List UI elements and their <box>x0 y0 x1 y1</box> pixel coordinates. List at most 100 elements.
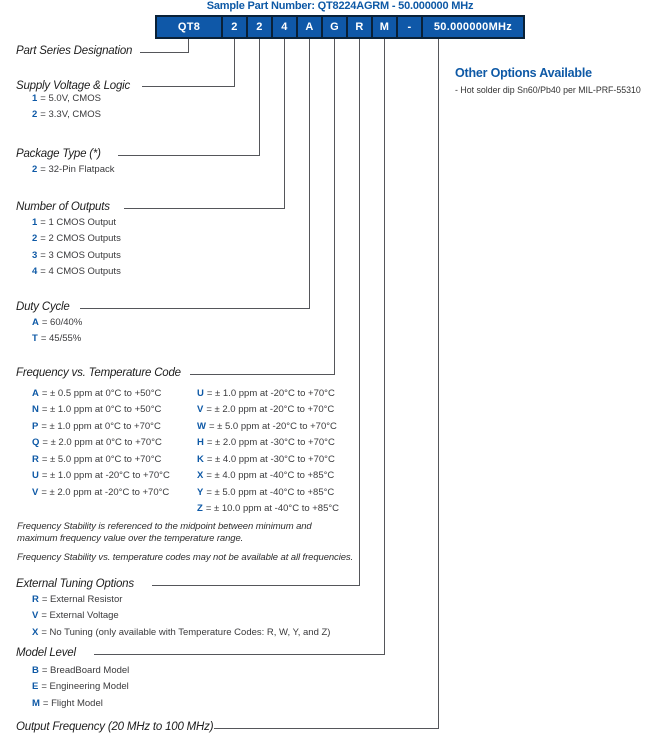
connector-line-model-level <box>94 39 385 655</box>
option-package-type-2: 2= 32-Pin Flatpack <box>32 164 115 175</box>
option-code: 2 <box>32 109 38 121</box>
connector-line-output-frequency <box>214 39 439 729</box>
option-text: = 2 CMOS Outputs <box>40 233 121 245</box>
option-text: = ± 1.0 ppm at -20°C to +70°C <box>206 388 335 399</box>
option-duty-cycle-A: A= 60/40% <box>32 317 82 328</box>
option-code: X <box>197 470 204 482</box>
option-code: U <box>197 388 204 399</box>
option-text: = ± 1.0 ppm at 0°C to +70°C <box>41 420 161 432</box>
section-label-output-frequency: Output Frequency (20 MHz to 100 MHz) <box>16 721 214 733</box>
part-number-box: QT8 <box>155 15 223 39</box>
option-text: = ± 2.0 ppm at -20°C to +70°C <box>41 486 170 498</box>
option-text: = 1 CMOS Output <box>40 217 117 228</box>
option-freq-temp-U: U= ± 1.0 ppm at -20°C to +70°C <box>32 470 170 481</box>
option-code: Q <box>32 437 40 449</box>
option-duty-cycle-T: T= 45/55% <box>32 333 81 344</box>
option-code: X <box>32 626 39 638</box>
option-freq-temp-Z: Z= ± 10.0 ppm at -40°C to +85°C <box>197 503 339 514</box>
section-label-number-outputs: Number of Outputs <box>16 201 110 213</box>
part-number-box: A <box>296 15 323 39</box>
section-label-external-tuning: External Tuning Options <box>16 578 134 590</box>
option-number-outputs-3: 3= 3 CMOS Outputs <box>32 250 121 261</box>
option-code: B <box>32 665 39 676</box>
option-freq-temp-X: X= ± 4.0 ppm at -40°C to +85°C <box>197 470 334 481</box>
option-text: = Flight Model <box>42 697 103 709</box>
option-freq-temp-Y: Y= ± 5.0 ppm at -40°C to +85°C <box>197 487 334 498</box>
option-text: = 4 CMOS Outputs <box>40 266 121 278</box>
option-code: P <box>32 420 39 432</box>
option-external-tuning-V: V= External Voltage <box>32 610 119 621</box>
connector-line-supply-voltage <box>142 39 235 87</box>
option-text: = 45/55% <box>40 333 82 345</box>
option-text: = ± 10.0 ppm at -40°C to +85°C <box>205 503 340 515</box>
section-label-part-series: Part Series Designation <box>16 45 133 57</box>
option-code: V <box>32 610 39 622</box>
option-freq-temp-A: A= ± 0.5 ppm at 0°C to +50°C <box>32 388 161 399</box>
option-freq-temp-V: V= ± 2.0 ppm at -20°C to +70°C <box>32 487 169 498</box>
option-text: = 60/40% <box>41 317 83 328</box>
option-text: = 5.0V, CMOS <box>40 93 101 104</box>
part-number-box: 2 <box>246 15 273 39</box>
option-model-level-M: M= Flight Model <box>32 698 103 709</box>
option-text: = External Voltage <box>41 610 119 622</box>
option-code: U <box>32 470 39 482</box>
option-freq-temp-H: H= ± 2.0 ppm at -30°C to +70°C <box>197 437 335 448</box>
option-code: V <box>32 486 39 498</box>
option-number-outputs-1: 1= 1 CMOS Output <box>32 217 116 228</box>
option-code: 1 <box>32 93 38 104</box>
option-text: = ± 2.0 ppm at 0°C to +70°C <box>42 437 162 449</box>
option-text: = BreadBoard Model <box>41 665 130 676</box>
option-code: R <box>32 453 39 465</box>
option-freq-temp-U: U= ± 1.0 ppm at -20°C to +70°C <box>197 388 335 399</box>
option-code: 4 <box>32 266 38 278</box>
sample-part-number-title: Sample Part Number: QT8224AGRM - 50.0000… <box>206 0 474 12</box>
option-text: = ± 5.0 ppm at -20°C to +70°C <box>208 420 337 432</box>
option-text: = 3.3V, CMOS <box>40 109 101 121</box>
option-text: = ± 4.0 ppm at -40°C to +85°C <box>206 470 335 482</box>
option-freq-temp-P: P= ± 1.0 ppm at 0°C to +70°C <box>32 421 161 432</box>
option-freq-temp-N: N= ± 1.0 ppm at 0°C to +50°C <box>32 404 161 415</box>
option-text: = ± 4.0 ppm at -30°C to +70°C <box>206 453 335 465</box>
other-options-heading: Other Options Available <box>455 66 592 80</box>
option-code: T <box>32 333 38 345</box>
part-number-box: M <box>371 15 398 39</box>
connector-line-duty-cycle <box>80 39 310 309</box>
option-text: = ± 0.5 ppm at 0°C to +50°C <box>41 388 162 399</box>
option-freq-temp-R: R= ± 5.0 ppm at 0°C to +70°C <box>32 454 161 465</box>
option-number-outputs-4: 4= 4 CMOS Outputs <box>32 266 121 277</box>
option-external-tuning-R: R= External Resistor <box>32 594 122 605</box>
part-number-box: 2 <box>221 15 248 39</box>
option-text: = External Resistor <box>41 594 123 605</box>
connector-line-freq-temp <box>190 39 335 375</box>
option-text: = ± 1.0 ppm at 0°C to +50°C <box>41 404 162 416</box>
option-freq-temp-W: W= ± 5.0 ppm at -20°C to +70°C <box>197 421 337 432</box>
option-text: = No Tuning (only available with Tempera… <box>41 626 331 638</box>
section-label-supply-voltage: Supply Voltage & Logic <box>16 80 131 92</box>
option-text: = 3 CMOS Outputs <box>40 249 121 261</box>
connector-line-external-tuning <box>152 39 360 586</box>
option-code: H <box>197 437 204 449</box>
option-text: = ± 5.0 ppm at -40°C to +85°C <box>206 486 335 498</box>
option-code: M <box>32 697 40 709</box>
option-code: 3 <box>32 249 38 261</box>
option-freq-temp-Q: Q= ± 2.0 ppm at 0°C to +70°C <box>32 437 162 448</box>
option-text: = Engineering Model <box>41 681 129 693</box>
part-number-box: 4 <box>271 15 298 39</box>
option-text: = ± 2.0 ppm at -20°C to +70°C <box>206 404 335 416</box>
option-code: Z <box>197 503 203 515</box>
option-code: W <box>197 420 206 432</box>
option-code: K <box>197 453 204 465</box>
option-freq-temp-V: V= ± 2.0 ppm at -20°C to +70°C <box>197 404 334 415</box>
frequency-stability-note: Frequency Stability is referenced to the… <box>17 521 312 544</box>
option-model-level-B: B= BreadBoard Model <box>32 665 129 676</box>
option-code: 1 <box>32 217 38 228</box>
frequency-stability-note: Frequency Stability vs. temperature code… <box>17 552 354 563</box>
option-code: N <box>32 404 39 416</box>
section-label-package-type: Package Type (*) <box>16 148 101 160</box>
option-freq-temp-K: K= ± 4.0 ppm at -30°C to +70°C <box>197 454 335 465</box>
option-code: A <box>32 317 39 328</box>
option-code: E <box>32 681 39 693</box>
part-number-box: R <box>346 15 373 39</box>
section-label-model-level: Model Level <box>16 647 76 659</box>
